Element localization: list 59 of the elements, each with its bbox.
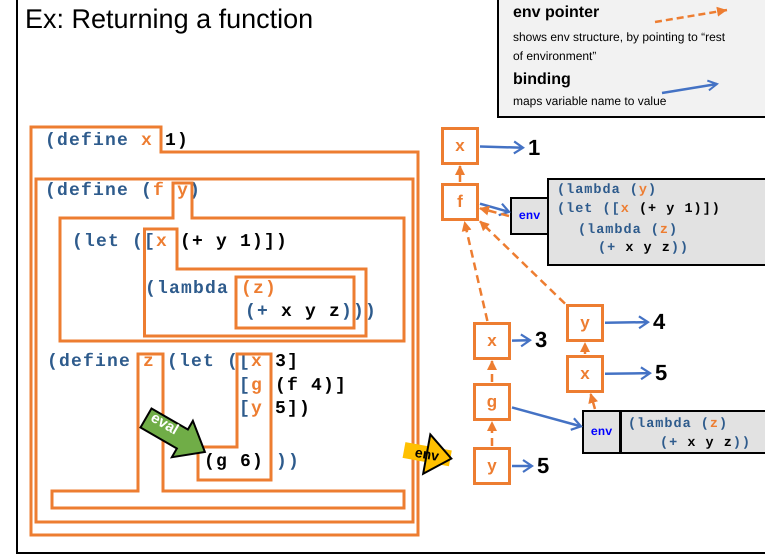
legend-description: shows env structure, by pointing to “rest of environment”	[513, 29, 726, 65]
env-pointer-arrow	[479, 220, 566, 305]
binding-arrow	[512, 458, 534, 474]
binding-arrow	[604, 315, 650, 330]
code-line: (+ x y z))	[660, 436, 752, 452]
variable-name: x	[455, 136, 465, 156]
binding-arrow	[512, 333, 532, 348]
binding-arrow	[480, 202, 510, 216]
value-text: 3	[535, 328, 548, 352]
value-text: 1	[528, 136, 540, 160]
code-line: [y 5])	[239, 399, 312, 419]
binding-box	[441, 127, 479, 165]
block-arrow	[402, 433, 452, 475]
env-pointer-arrow	[479, 206, 510, 218]
closure-code-panel	[547, 178, 765, 266]
legend-heading: env pointer	[513, 4, 600, 22]
binding-arrow	[512, 406, 582, 431]
value-text: 4	[653, 310, 666, 334]
binding-arrow	[480, 140, 524, 155]
env-pointer-arrow	[455, 165, 465, 182]
code-line: (lambda (y)	[557, 183, 658, 199]
binding-box	[473, 383, 511, 421]
value-text: 5	[655, 361, 668, 385]
arrow-label: eval	[148, 409, 182, 438]
variable-name: f	[457, 192, 463, 212]
binding-box	[566, 355, 604, 393]
env-pointer-arrow	[462, 221, 489, 322]
code-line: (define x 1)	[45, 131, 190, 151]
title: Ex: Returning a function	[25, 4, 314, 35]
binding-box	[473, 322, 511, 360]
edge-label: env	[414, 444, 441, 464]
closure-code-panel	[620, 410, 765, 454]
code-line: (let ([x (+ y 1)])	[557, 202, 721, 218]
env-pointer-arrow	[487, 360, 497, 382]
env-cell	[510, 197, 549, 235]
code-line: (lambda (z)	[628, 417, 728, 433]
code-line: (+ x y z))	[598, 241, 690, 257]
variable-name: y	[487, 456, 497, 476]
binding-box	[441, 183, 479, 221]
code-line: (lambda (z)	[145, 279, 278, 299]
binding-arrow	[604, 366, 652, 380]
variable-name: g	[486, 392, 498, 412]
binding-box	[473, 447, 511, 485]
binding-box	[566, 304, 604, 342]
env-pointer-arrow	[580, 342, 590, 354]
env-label: env	[518, 209, 540, 223]
env-pointer-arrow	[588, 393, 598, 410]
variable-name: x	[580, 364, 590, 384]
env-pointer-arrow	[487, 421, 497, 446]
code-line: (g 6) ))	[204, 452, 300, 472]
env-cell	[582, 410, 621, 454]
value-text: 5	[537, 454, 550, 478]
legend-description: maps variable name to value	[513, 93, 668, 110]
variable-name: y	[580, 313, 590, 333]
code-line: [g (f 4)]	[239, 376, 348, 396]
legend-heading: binding	[513, 71, 571, 89]
variable-name: x	[487, 331, 497, 351]
env-label: env	[590, 425, 612, 439]
code-line: (lambda (z)	[578, 223, 678, 239]
